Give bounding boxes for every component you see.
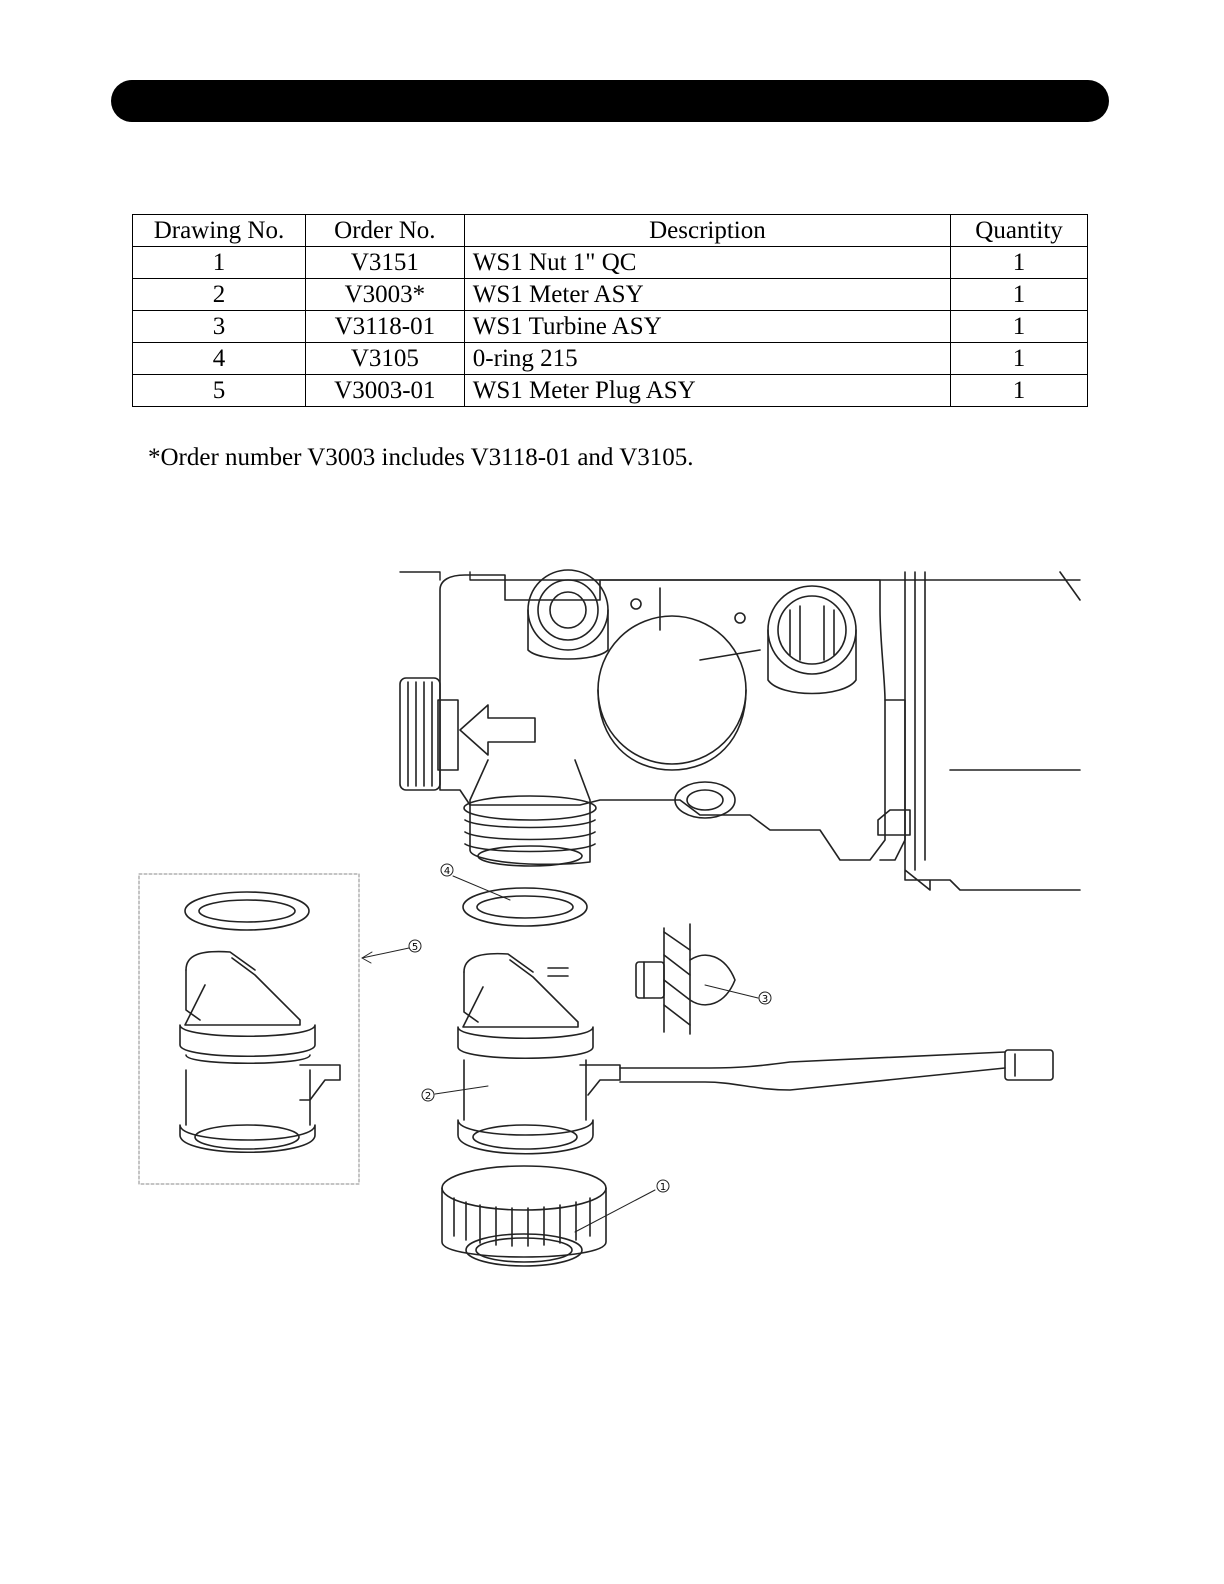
meter-plug-assembly bbox=[180, 952, 340, 1153]
valve-body bbox=[400, 570, 1080, 890]
turbine-assembly bbox=[636, 924, 735, 1034]
callout-2: 2 bbox=[425, 1091, 431, 1102]
plug-oring bbox=[185, 892, 309, 930]
oring-215 bbox=[463, 888, 587, 926]
plug-assembly-box bbox=[139, 874, 359, 1184]
leader-lines bbox=[362, 876, 758, 1232]
callout-5: 5 bbox=[412, 942, 418, 953]
callout-1: 1 bbox=[660, 1182, 666, 1193]
callout-3: 3 bbox=[762, 994, 768, 1005]
callout-4: 4 bbox=[444, 866, 450, 877]
meter-assembly bbox=[458, 954, 1053, 1154]
quick-connect-nut bbox=[442, 1166, 606, 1266]
